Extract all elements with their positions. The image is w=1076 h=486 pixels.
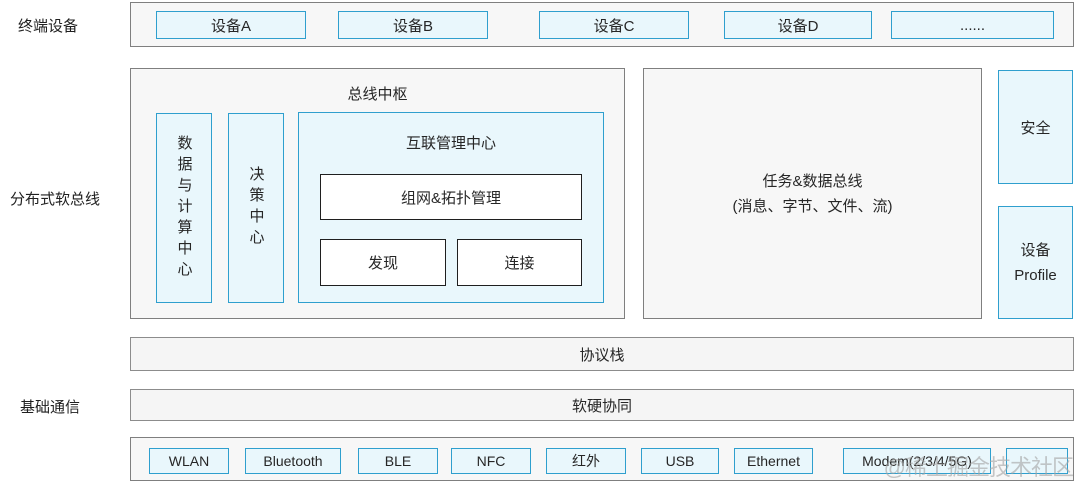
task-data-bus-subtitle: (消息、字节、文件、流) (732, 197, 893, 215)
comm-extra-box (1006, 448, 1068, 474)
modem-box: Modem(2/3/4/5G) (843, 448, 991, 474)
device-a-box: 设备A (156, 11, 306, 39)
data-compute-center-label: 数据与计算中心 (175, 134, 193, 282)
device-profile-line2: Profile (1014, 266, 1057, 284)
decision-center-box: 决策中心 (228, 113, 284, 303)
task-data-bus-box: 任务&数据总线 (消息、字节、文件、流) (643, 68, 982, 319)
ble-box: BLE (358, 448, 438, 474)
discovery-box: 发现 (320, 239, 446, 286)
task-data-bus-title: 任务&数据总线 (762, 172, 863, 190)
software-hardware-synergy-bar: 软硬协同 (130, 389, 1074, 421)
device-profile-line1: 设备 (1020, 241, 1051, 259)
data-compute-center-box: 数据与计算中心 (156, 113, 212, 303)
usb-box: USB (641, 448, 719, 474)
basic-communication-container: WLAN Bluetooth BLE NFC 红外 USB Ethernet M… (130, 437, 1074, 481)
protocol-stack-bar: 协议栈 (130, 337, 1074, 371)
device-c-box: 设备C (539, 11, 689, 39)
device-d-box: 设备D (724, 11, 872, 39)
nfc-box: NFC (451, 448, 531, 474)
label-terminal-devices: 终端设备 (18, 18, 79, 35)
connect-box: 连接 (457, 239, 582, 286)
bus-hub-title: 总线中枢 (347, 86, 408, 103)
interconnect-management-center-box: 互联管理中心 组网&拓扑管理 发现 连接 (298, 112, 604, 303)
bus-hub-container: 总线中枢 数据与计算中心 决策中心 互联管理中心 组网&拓扑管理 发现 连接 (130, 68, 625, 319)
label-basic-communication: 基础通信 (20, 399, 81, 416)
interconnect-management-center-title: 互联管理中心 (405, 135, 496, 152)
security-box: 安全 (998, 70, 1073, 184)
device-b-box: 设备B (338, 11, 488, 39)
device-profile-box: 设备 Profile (998, 206, 1073, 319)
decision-center-label: 决策中心 (247, 166, 265, 250)
wlan-box: WLAN (149, 448, 229, 474)
device-ellipsis-box: ...... (891, 11, 1054, 39)
networking-topology-box: 组网&拓扑管理 (320, 174, 582, 220)
infrared-box: 红外 (546, 448, 626, 474)
ethernet-box: Ethernet (734, 448, 813, 474)
label-distributed-softbus: 分布式软总线 (10, 191, 101, 208)
bluetooth-box: Bluetooth (245, 448, 341, 474)
terminal-devices-container: 设备A 设备B 设备C 设备D ...... (130, 2, 1074, 47)
